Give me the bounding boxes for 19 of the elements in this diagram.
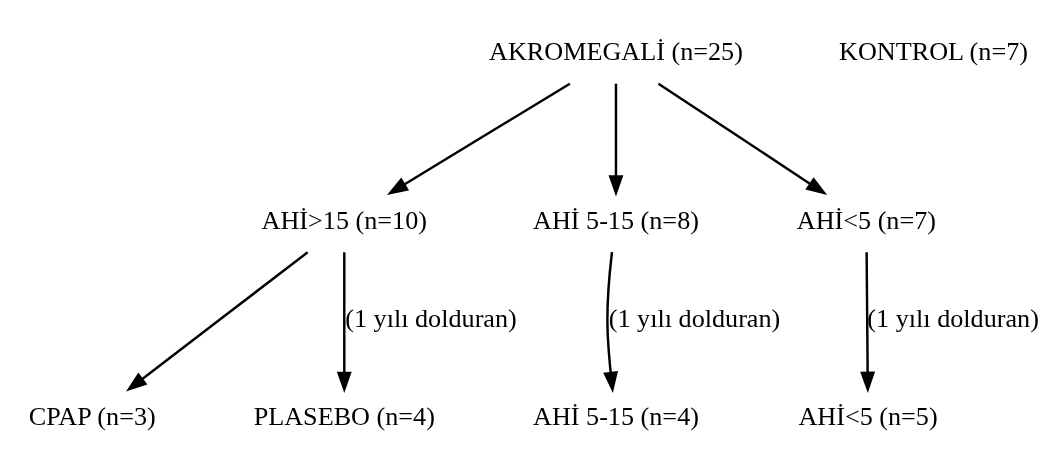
arrow <box>657 82 828 196</box>
node-text: KONTROL (n=7) <box>839 37 1028 67</box>
arrow <box>608 83 624 197</box>
edge-label: (1 yılı dolduran) <box>345 304 517 334</box>
node-text: AKROMEGALİ (n=25) <box>489 37 743 67</box>
node-text: AHİ<5 (n=5) <box>798 402 938 432</box>
node-text: AHİ>15 (n=10) <box>261 205 428 235</box>
arrow <box>336 252 352 393</box>
node-text: PLASEBO (n=4) <box>253 402 435 432</box>
arrow <box>386 82 571 195</box>
edge-label: (1 yılı dolduran) <box>608 304 781 334</box>
arrow <box>603 251 619 394</box>
node-text: AHİ 5-15 (n=4) <box>533 402 699 432</box>
node-text: AHİ<5 (n=7) <box>796 205 937 235</box>
node-text: CPAP (n=3) <box>28 402 156 432</box>
arrow <box>125 251 309 392</box>
edge-label: (1 yılı dolduran) <box>867 304 1039 334</box>
arrow <box>860 252 876 393</box>
node-text: AHİ 5-15 (n=8) <box>533 205 699 235</box>
